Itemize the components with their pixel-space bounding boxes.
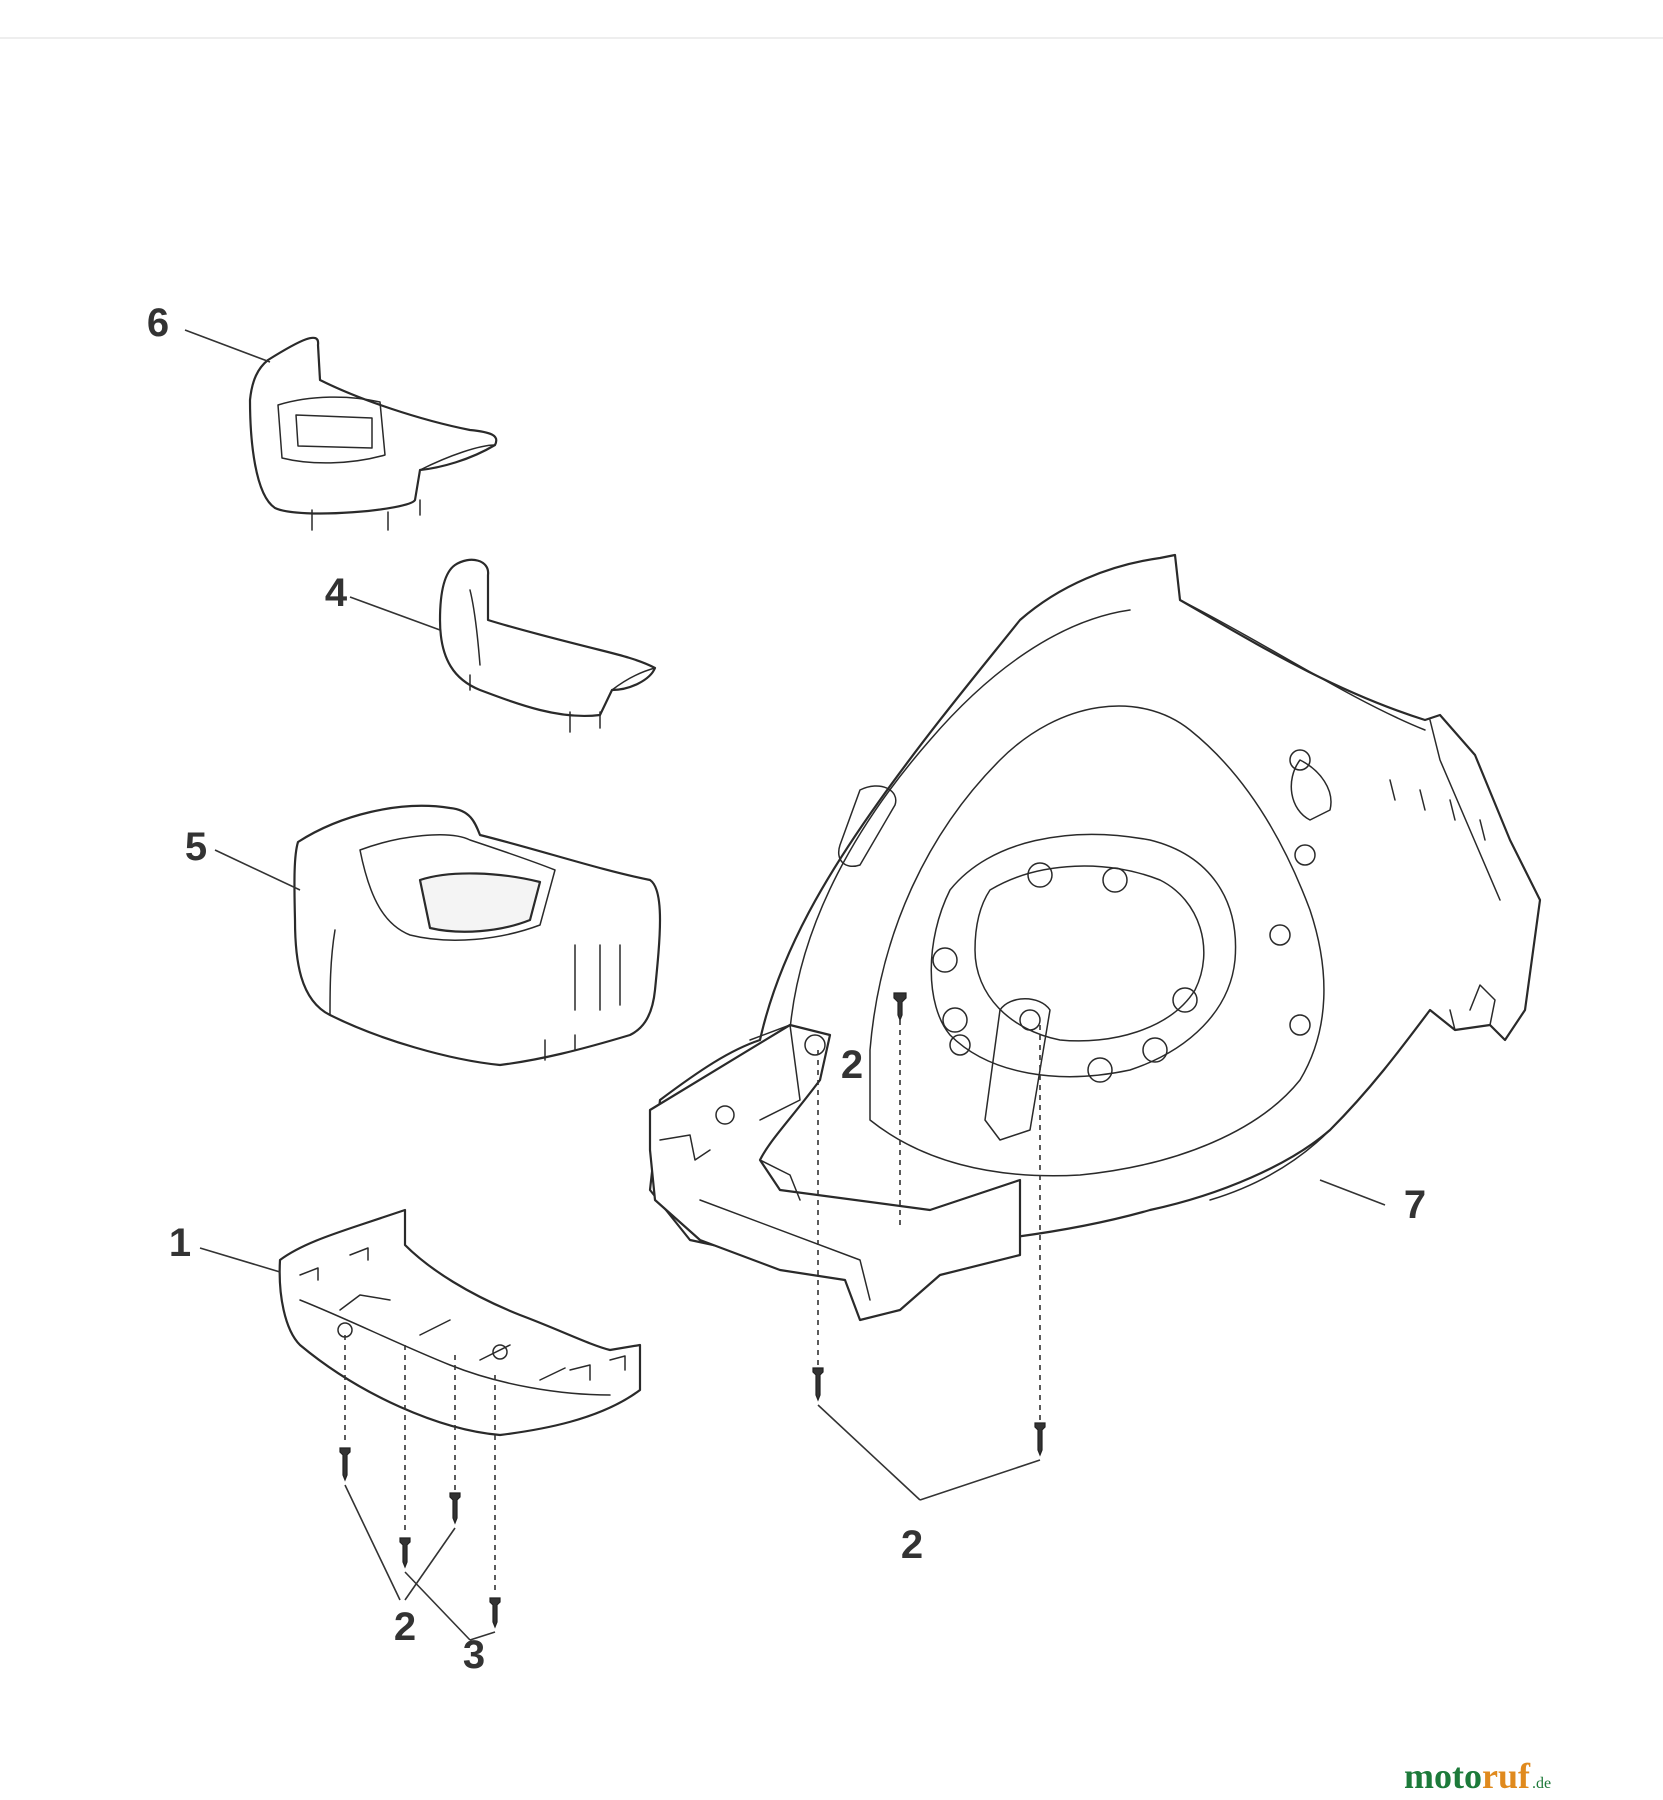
callout-5: 5 [185,825,207,869]
part-6-rear-cover [248,336,498,531]
screw-icon [893,992,907,1022]
screw-icon [1034,1422,1046,1457]
callout-6: 6 [147,301,169,345]
callout-3: 3 [463,1633,485,1677]
screw-icon [449,1492,461,1525]
screw-icon [339,1447,351,1482]
callout-2-top: 2 [841,1043,863,1087]
screw-icon [399,1537,411,1569]
leader-lines [184,329,1386,1641]
svg-text:motoruf: motoruf [1404,1756,1531,1796]
part-5-front-cover [293,804,662,1067]
screw-icon [489,1597,501,1629]
callout-2-bottom-left: 2 [394,1605,416,1649]
screw-group-guard [339,1335,501,1629]
watermark-brand-b: ruf [1482,1756,1531,1796]
part-7-mower-deck [648,553,1542,1322]
watermark-suffix: .de [1532,1775,1551,1792]
screw-group-deck [812,992,1046,1457]
callout-2-bottom-right: 2 [901,1523,923,1567]
callout-1: 1 [169,1221,191,1265]
motoruf-watermark: motoruf .de [1404,1756,1551,1796]
part-1-lower-guard [278,1208,642,1437]
callout-7: 7 [1404,1183,1426,1227]
watermark-brand-a: moto [1404,1756,1482,1796]
callout-4: 4 [325,571,348,615]
part-4-handle-grip [438,558,657,733]
screw-icon [812,1367,824,1402]
